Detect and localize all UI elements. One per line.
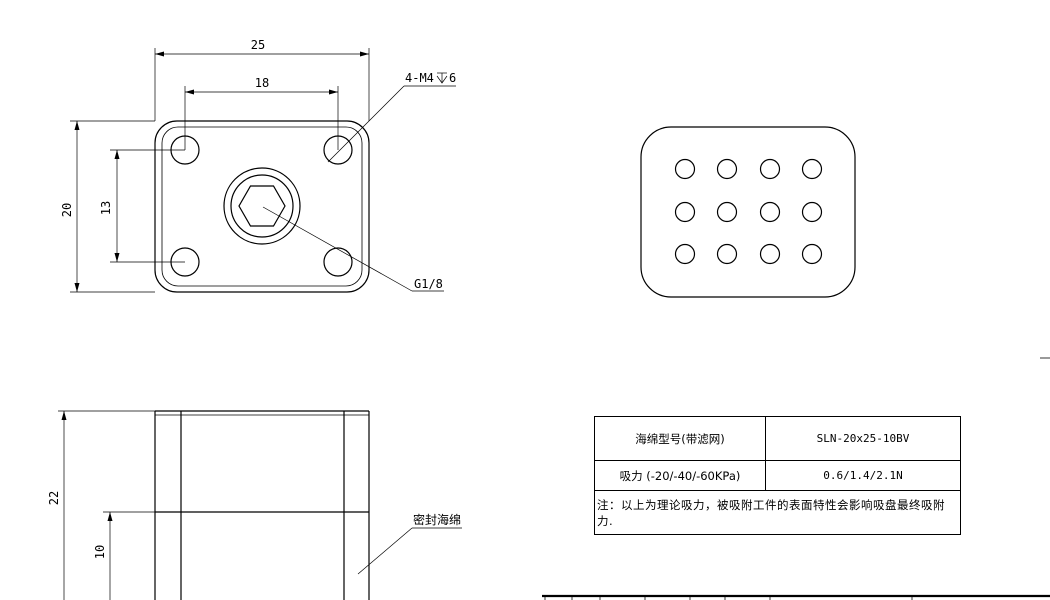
holes-depth-label: 6 [449,71,456,85]
port-leader-line [262,206,413,292]
spec-suction-label: 吸力 (-20/-40/-60KPa) [595,461,766,490]
port-inner-circle [230,174,294,238]
dim-25-arrow-right [360,51,369,57]
port-hex-socket [238,185,286,227]
dim-18-arrow-right [329,89,338,95]
holes-callout-label: 4-M4 [405,71,434,85]
dim-20-arrow-bottom [74,283,80,292]
suction-hole-r3-c1 [674,243,696,265]
depth-symbol-icon [436,72,448,84]
spec-row-suction: 吸力 (-20/-40/-60KPa) 0.6/1.4/2.1N [595,461,960,491]
dim-20-label: 20 [60,203,74,217]
suction-hole-r3-c4 [801,243,823,265]
suction-hole-r2-c3 [759,201,781,223]
spec-row-note: 注：以上为理论吸力，被吸附工件的表面特性会影响吸盘最终吸附力. [595,491,960,534]
seal-callout-label: 密封海绵 [413,512,461,527]
spec-model-value: SLN-20x25-10BV [816,432,910,445]
top-view: 25 18 20 13 4-M4 6 G [60,38,456,293]
dim-25-arrow-left [155,51,164,57]
spec-table: 海绵型号(带滤网) SLN-20x25-10BV 吸力 (-20/-40/-60… [594,416,961,535]
holes-leader-line [327,85,405,163]
suction-face-outline [640,126,856,298]
port-callout-label: G1/8 [414,277,443,291]
spec-model-label: 海绵型号(带滤网) [595,417,766,460]
title-block-edge [542,594,1050,600]
suction-hole-r2-c4 [801,201,823,223]
suction-hole-r1-c2 [716,158,738,180]
spec-suction-value: 0.6/1.4/2.1N [823,469,903,482]
suction-hole-r3-c3 [759,243,781,265]
suction-hole-r1-c4 [801,158,823,180]
dim-18-arrow-left [185,89,194,95]
dim-22-arrow-top [61,411,67,420]
dim-25-label: 25 [251,38,265,52]
suction-hole-r2-c1 [674,201,696,223]
dim-10-label: 10 [93,545,107,559]
dim-18-label: 18 [255,76,269,90]
top-view-outer-outline [154,120,370,293]
spec-row-model: 海绵型号(带滤网) SLN-20x25-10BV [595,417,960,461]
side-view: 22 10 密封海绵 [47,410,462,600]
spec-note: 注：以上为理论吸力，被吸附工件的表面特性会影响吸盘最终吸附力. [597,497,945,528]
dim-13-arrow-bottom [114,253,120,262]
dim-13-arrow-top [114,150,120,159]
top-view-inner-outline [161,126,363,287]
suction-hole-r2-c2 [716,201,738,223]
suction-hole-r3-c2 [716,243,738,265]
suction-hole-r1-c3 [759,158,781,180]
seal-leader-line [357,527,413,575]
suction-hole-grid [674,158,823,265]
dim-10-arrow-top [107,512,113,521]
dim-22-label: 22 [47,491,61,505]
dim-13-label: 13 [99,201,113,215]
suction-face-view [640,126,856,298]
dim-20-arrow-top [74,121,80,130]
mounting-hole-bottom-right [323,247,353,277]
port-outer-circle [223,167,301,245]
suction-hole-r1-c1 [674,158,696,180]
